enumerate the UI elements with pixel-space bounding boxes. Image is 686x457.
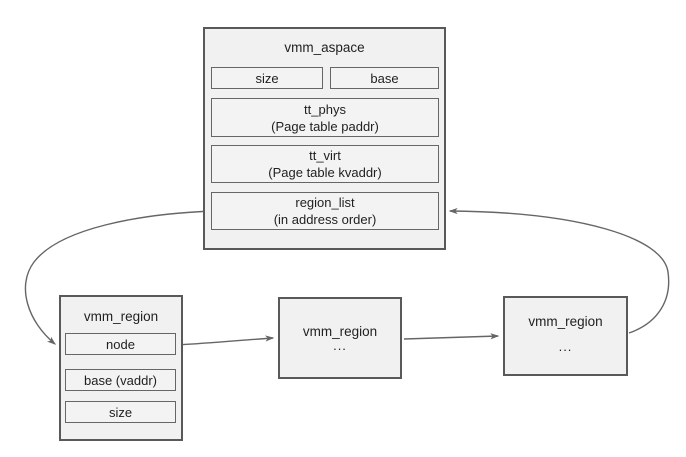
- vmm-region-2-ellipsis: ...: [333, 338, 347, 353]
- region-base-field: base (vaddr): [65, 369, 176, 391]
- region-node-field: node: [65, 333, 176, 355]
- tt-virt-desc: (Page table kvaddr): [268, 165, 382, 180]
- region-node-label: node: [106, 336, 135, 352]
- tt-phys-name: tt_phys: [304, 101, 346, 117]
- vmm-aspace-box: vmm_aspace size base tt_phys (Page table…: [203, 27, 446, 250]
- aspace-base-label: base: [370, 70, 399, 86]
- region-size-field: size: [65, 401, 176, 423]
- vmm-region-3-ellipsis: ...: [558, 339, 573, 354]
- vmm-region-box-2: vmm_region ...: [278, 297, 402, 379]
- region-list-desc: (in address order): [273, 212, 377, 227]
- aspace-tt-virt-field: tt_virt (Page table kvaddr): [211, 145, 439, 183]
- aspace-size-label: size: [255, 70, 279, 86]
- aspace-size-field: size: [211, 67, 323, 89]
- tt-phys-desc: (Page table paddr): [271, 118, 379, 134]
- arrow-node-to-region2: [176, 335, 275, 346]
- aspace-base-field: base: [330, 67, 439, 89]
- vmm-region-1-title: vmm_region: [83, 309, 159, 324]
- region-list-name: region_list: [295, 195, 355, 210]
- region-size-label: size: [108, 404, 133, 420]
- vmm-region-3-title: vmm_region: [528, 314, 603, 329]
- tt-virt-name: tt_virt: [309, 148, 341, 163]
- arrow-region2-to-region3: [403, 333, 500, 340]
- vmm-region-2-title: vmm_region: [302, 324, 378, 339]
- vmm-region-box-1: vmm_region node base (vaddr) size: [59, 295, 183, 441]
- aspace-region-list-field: region_list (in address order): [211, 192, 439, 230]
- vmm-region-box-3: vmm_region ...: [503, 296, 628, 376]
- vmm-aspace-title: vmm_aspace: [284, 40, 365, 55]
- region-base-label: base (vaddr): [84, 372, 157, 388]
- aspace-tt-phys-field: tt_phys (Page table paddr): [211, 98, 439, 137]
